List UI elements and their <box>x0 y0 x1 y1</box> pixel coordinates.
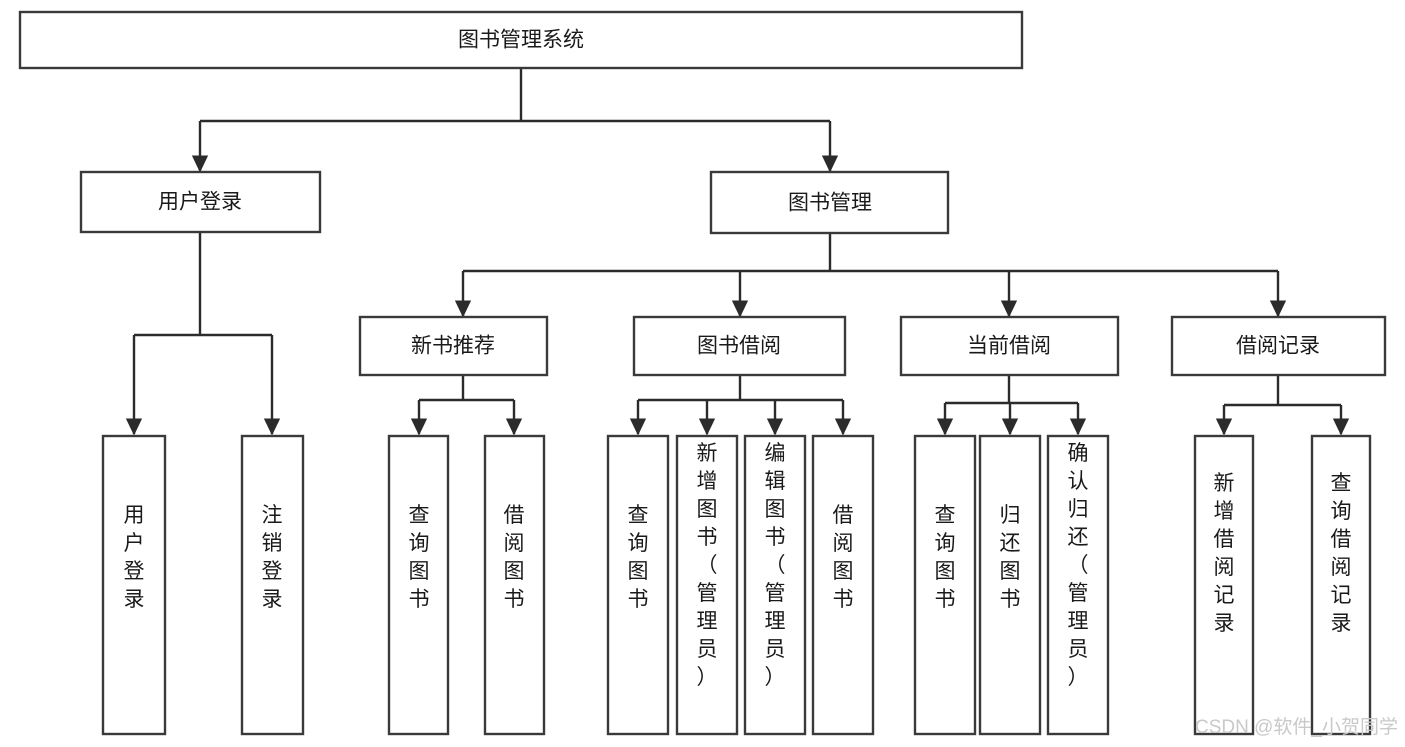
node-leaf-query-book-1-box[interactable] <box>387 434 450 736</box>
node-leaf-borrow-book-2-box[interactable] <box>811 434 875 736</box>
node-leaf-add-book[interactable]: 新增图书（管理员） <box>675 434 739 736</box>
node-book-borrow[interactable]: 图书借阅 <box>632 315 847 377</box>
node-user-login[interactable]: 用户登录 <box>79 170 322 234</box>
node-leaf-return-book-box[interactable] <box>978 434 1042 736</box>
node-leaf-query-record-box[interactable] <box>1310 434 1372 736</box>
node-book-manage-box[interactable] <box>709 170 950 235</box>
node-borrow-record-box[interactable] <box>1170 315 1387 377</box>
node-borrow-record-label: 借阅记录 <box>1236 335 1320 358</box>
node-root-box[interactable] <box>18 10 1024 70</box>
node-leaf-return-book[interactable]: 归还图书 <box>978 434 1042 736</box>
node-new-book-recommend-label: 新书推荐 <box>411 335 495 358</box>
node-root[interactable]: 图书管理系统 <box>18 10 1024 70</box>
watermark-label: CSDN @软件_小贺同学 <box>1195 716 1398 738</box>
node-leaf-add-record[interactable]: 新增借阅记录 <box>1193 434 1255 736</box>
node-leaf-edit-book[interactable]: 编辑图书（管理员） <box>743 434 807 736</box>
node-leaf-borrow-book-1[interactable]: 借阅图书 <box>483 434 546 736</box>
node-leaf-user-login-label: 用户登录 <box>124 504 145 611</box>
node-book-borrow-box[interactable] <box>632 315 847 377</box>
node-current-borrow-label: 当前借阅 <box>967 335 1051 358</box>
connector-layer <box>125 68 1350 436</box>
node-book-manage-label: 图书管理 <box>788 192 872 215</box>
node-leaf-query-book-1-label: 查询图书 <box>409 504 430 611</box>
node-leaf-add-record-box[interactable] <box>1193 434 1255 736</box>
node-book-borrow-label: 图书借阅 <box>697 335 781 358</box>
node-leaf-user-login[interactable]: 用户登录 <box>101 434 167 736</box>
node-leaf-add-book-label: 新增图书（管理员） <box>697 442 718 689</box>
node-leaf-query-record-label: 查询借阅记录 <box>1331 472 1352 635</box>
node-leaf-borrow-book-1-label: 借阅图书 <box>504 504 525 611</box>
node-leaf-user-logout[interactable]: 注销登录 <box>240 434 305 736</box>
node-leaf-edit-book-box[interactable] <box>743 434 807 736</box>
node-book-manage[interactable]: 图书管理 <box>709 170 950 235</box>
node-current-borrow[interactable]: 当前借阅 <box>899 315 1120 377</box>
node-leaf-edit-book-label: 编辑图书（管理员） <box>765 442 786 689</box>
node-leaf-confirm-return-label: 确认归还（管理员） <box>1068 442 1089 689</box>
node-leaf-query-book-3-box[interactable] <box>913 434 977 736</box>
node-current-borrow-box[interactable] <box>899 315 1120 377</box>
node-borrow-record[interactable]: 借阅记录 <box>1170 315 1387 377</box>
node-leaf-return-book-label: 归还图书 <box>1000 504 1021 611</box>
node-leaf-borrow-book-1-box[interactable] <box>483 434 546 736</box>
node-leaf-query-book-2[interactable]: 查询图书 <box>606 434 670 736</box>
node-leaf-query-record[interactable]: 查询借阅记录 <box>1310 434 1372 736</box>
node-new-book-recommend-box[interactable] <box>358 315 549 377</box>
node-leaf-borrow-book-2-label: 借阅图书 <box>833 504 854 611</box>
node-leaf-query-book-3-label: 查询图书 <box>935 504 956 611</box>
node-root-label: 图书管理系统 <box>458 29 584 52</box>
node-leaf-confirm-return[interactable]: 确认归还（管理员） <box>1046 434 1110 736</box>
node-user-login-box[interactable] <box>79 170 322 234</box>
node-leaf-query-book-1[interactable]: 查询图书 <box>387 434 450 736</box>
node-user-login-label: 用户登录 <box>158 191 242 214</box>
node-new-book-recommend[interactable]: 新书推荐 <box>358 315 549 377</box>
node-leaf-user-logout-label: 注销登录 <box>262 504 283 611</box>
node-leaf-confirm-return-box[interactable] <box>1046 434 1110 736</box>
node-leaf-add-record-label: 新增借阅记录 <box>1214 472 1235 635</box>
node-leaf-add-book-box[interactable] <box>675 434 739 736</box>
node-leaf-query-book-2-box[interactable] <box>606 434 670 736</box>
node-leaf-query-book-3[interactable]: 查询图书 <box>913 434 977 736</box>
node-leaf-user-logout-box[interactable] <box>240 434 305 736</box>
node-leaf-borrow-book-2[interactable]: 借阅图书 <box>811 434 875 736</box>
node-leaf-user-login-box[interactable] <box>101 434 167 736</box>
node-leaf-query-book-2-label: 查询图书 <box>628 504 649 611</box>
